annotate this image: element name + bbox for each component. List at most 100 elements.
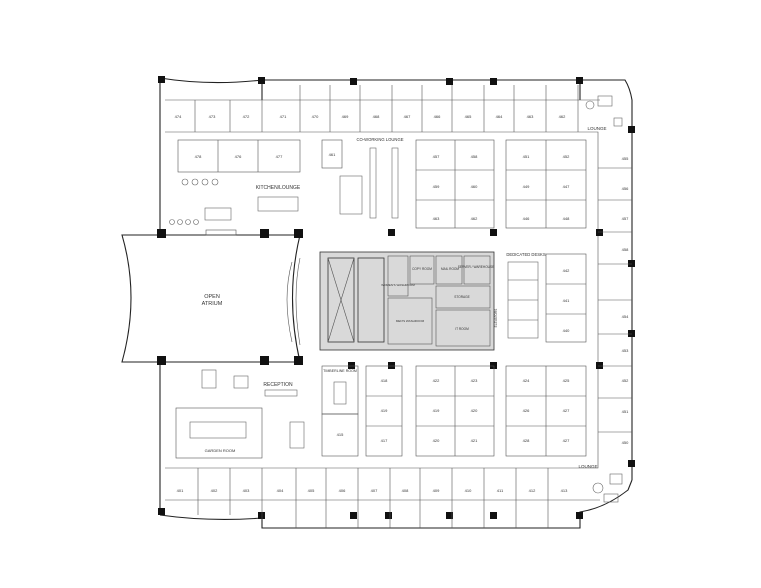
office-label: 405 <box>308 488 315 493</box>
lower-right-office-block: 424 425 426 427 428 427 <box>505 365 587 457</box>
women-label: WOMEN'S WASHROOM <box>381 283 415 287</box>
column <box>388 362 395 369</box>
office-label: 424 <box>523 378 530 383</box>
column <box>628 126 635 133</box>
atrium-label-1: OPEN <box>204 294 220 300</box>
office-label: 427 <box>563 438 570 443</box>
office-label: 455 <box>622 156 629 161</box>
office-label: 417 <box>381 438 388 443</box>
office-label: 465 <box>465 114 472 119</box>
office-label: 409 <box>433 488 440 493</box>
office-label: 447 <box>563 184 570 189</box>
column <box>446 78 453 85</box>
top-office-row: 474 473 472 471 470 469 468 467 466 465 … <box>175 85 579 132</box>
office-label: 442 <box>563 268 570 273</box>
office-label: 462 <box>559 114 566 119</box>
office-label: 427 <box>563 408 570 413</box>
dedicated-label: DEDICATED DESKS <box>506 252 545 257</box>
office-label: 452 <box>622 378 629 383</box>
office-label: 418 <box>381 378 388 383</box>
timberline-label: TIMBERLINE ROOM <box>323 369 357 373</box>
office-label: 425 <box>563 378 570 383</box>
office-label: 440 <box>563 328 570 333</box>
office-label: 476 <box>235 154 242 159</box>
office-label: 453 <box>622 348 629 353</box>
office-label: 408 <box>402 488 409 493</box>
column <box>294 356 303 365</box>
column <box>348 362 355 369</box>
office-label: 407 <box>371 488 378 493</box>
server-label: SERVER / WAREHOUSE <box>458 265 495 269</box>
upper-right-office-block: 451 452 449 447 446 448 <box>505 139 587 229</box>
elevators-label: ELEVATORS <box>494 309 498 328</box>
office-label: 450 <box>622 440 629 445</box>
copy-label: COPY ROOM <box>412 267 432 271</box>
office-label: 421 <box>471 438 478 443</box>
office-label: 468 <box>373 114 380 119</box>
column <box>490 78 497 85</box>
lower-left-office-block: TIMBERLINE ROOM 418 419 415 417 <box>321 365 403 457</box>
office-label: 426 <box>523 408 530 413</box>
column <box>258 512 265 519</box>
column <box>596 229 603 236</box>
bottom-office-row: 401 402 403 404 405 406 407 408 409 410 … <box>177 468 568 528</box>
column <box>294 229 303 238</box>
upper-mid-office-block: 457 458 459 460 463 462 <box>415 139 495 229</box>
office-label: 448 <box>563 216 570 221</box>
column <box>628 260 635 267</box>
office-label: 403 <box>243 488 250 493</box>
office-label: 413 <box>561 488 568 493</box>
office-label: 463 <box>527 114 534 119</box>
column <box>388 229 395 236</box>
column <box>260 356 269 365</box>
office-label: 467 <box>404 114 411 119</box>
it-label: IT ROOM <box>455 327 469 331</box>
lounge-se: LOUNGE <box>578 464 623 503</box>
column <box>490 362 497 369</box>
office-label: 463 <box>433 216 440 221</box>
office-label: 454 <box>622 314 629 319</box>
column <box>260 229 269 238</box>
open-atrium: OPEN ATRIUM <box>121 234 301 363</box>
column <box>576 512 583 519</box>
office-label: 457 <box>622 216 629 221</box>
storage-label: STORAGE <box>454 295 470 299</box>
reception-area: RECEPTION GARDEN ROOM <box>175 369 305 459</box>
coworking-lounge: 461 CO-WORKING LOUNGE <box>321 137 404 219</box>
kitchen-label: KITCHEN/LOUNGE <box>256 185 301 191</box>
lounge-ne-label: LOUNGE <box>587 126 606 131</box>
garden-label: GARDEN ROOM <box>205 448 236 453</box>
column <box>258 77 265 84</box>
office-label: 406 <box>339 488 346 493</box>
mail-label: MAIL ROOM <box>441 267 459 271</box>
office-label: 457 <box>433 154 440 159</box>
office-label: 460 <box>471 184 478 189</box>
building-core: SERVER / WAREHOUSE COPY ROOM MAIL ROOM S… <box>319 251 498 351</box>
office-label: 402 <box>211 488 218 493</box>
office-label: 412 <box>529 488 536 493</box>
office-label: 471 <box>280 114 287 119</box>
column <box>385 512 392 519</box>
office-label: 410 <box>465 488 472 493</box>
office-label: 466 <box>434 114 441 119</box>
dedicated-desks: DEDICATED DESKS 442 441 440 <box>506 252 587 343</box>
office-label: 477 <box>276 154 283 159</box>
office-label: 469 <box>342 114 349 119</box>
office-label: 473 <box>209 114 216 119</box>
lower-mid-office-block: 422 423 419 420 421 420 <box>415 365 495 457</box>
office-label: 401 <box>177 488 184 493</box>
column <box>628 330 635 337</box>
office-label: 459 <box>433 184 440 189</box>
column <box>158 508 165 515</box>
office-label: 420 <box>471 408 478 413</box>
office-label: 472 <box>243 114 250 119</box>
column <box>157 229 166 238</box>
column <box>490 229 497 236</box>
column <box>350 78 357 85</box>
office-label: 419 <box>433 408 440 413</box>
office-label: 451 <box>622 409 629 414</box>
office-label: 456 <box>622 186 629 191</box>
office-label: 422 <box>433 378 440 383</box>
lounge-se-label: LOUNGE <box>578 464 597 469</box>
